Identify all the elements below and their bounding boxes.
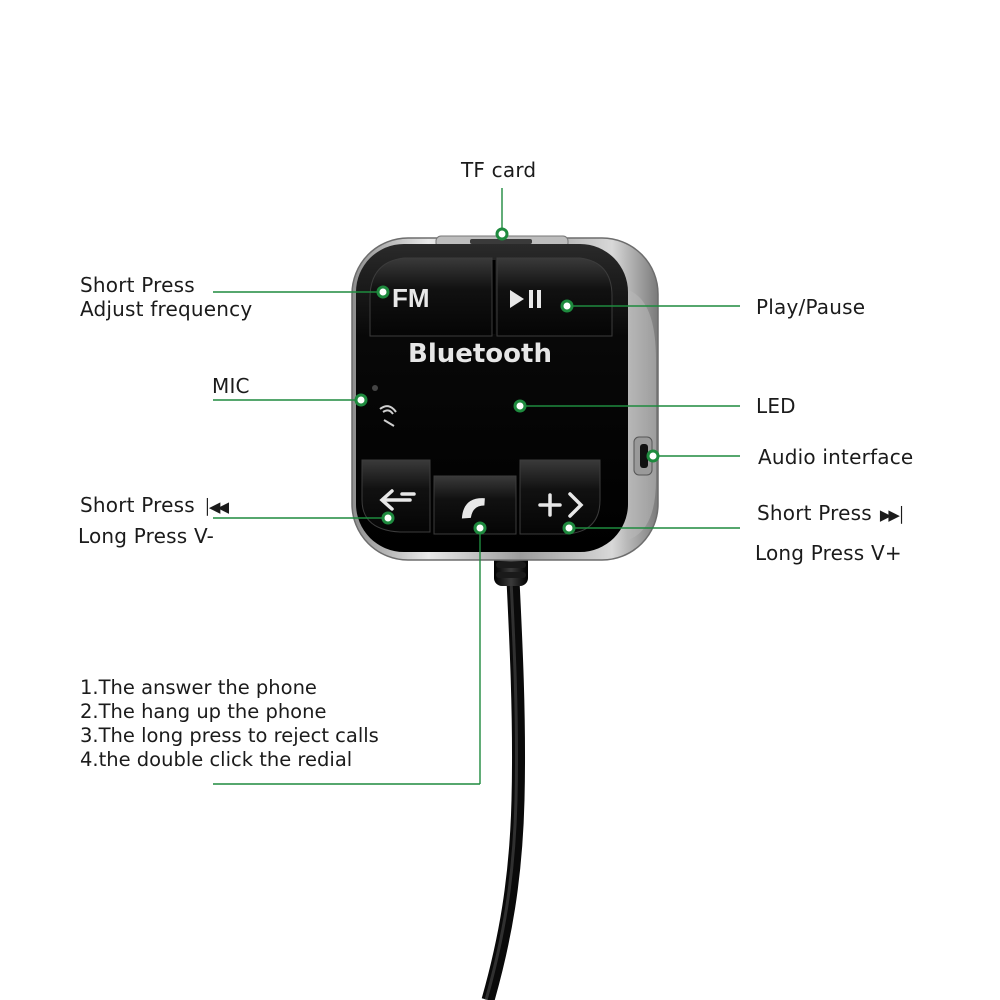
play-pause-icon	[510, 290, 541, 308]
phone-icon	[461, 498, 485, 519]
callout-dot-prev	[381, 511, 395, 525]
list-item: 1.The answer the phone	[80, 676, 317, 699]
next-short-press-label: Short Press ▶▶│	[757, 501, 906, 527]
mic-label: MIC	[212, 374, 250, 398]
fm-adjust-frequency-label: Adjust frequency	[80, 297, 253, 321]
list-item: 4.the double click the redial	[80, 748, 353, 771]
led-label: LED	[756, 394, 796, 418]
callout-dot-audio	[646, 449, 660, 463]
prev-short-press-text: Short Press	[80, 493, 195, 517]
callout-dot-next	[562, 521, 576, 535]
list-item: 2.The hang up the phone	[80, 700, 327, 723]
callout-dot-tf-card	[495, 227, 509, 241]
fm-short-press-label: Short Press	[80, 273, 195, 297]
callout-dot-fm	[376, 285, 390, 299]
callout-dots	[354, 227, 660, 535]
prev-short-press-label: Short Press │◀◀	[80, 493, 229, 519]
callout-dot-led	[513, 399, 527, 413]
bluetooth-fm-transmitter	[351, 235, 659, 561]
long-press-vminus-label: Long Press V-	[78, 524, 215, 548]
callout-dot-play-pause	[560, 299, 574, 313]
previous-track-icon: │◀◀	[202, 498, 229, 516]
callout-dot-mic	[354, 393, 368, 407]
long-press-vplus-label: Long Press V+	[755, 541, 902, 565]
list-item: 3.The long press to reject calls	[80, 724, 379, 747]
callout-dot-phone	[473, 521, 487, 535]
bluetooth-brand-label: Bluetooth	[408, 339, 552, 369]
volume-up-icon	[538, 492, 584, 518]
leader-lines	[213, 188, 740, 785]
next-track-icon: ▶▶│	[879, 506, 906, 524]
power-cable	[481, 548, 528, 1000]
play-pause-label: Play/Pause	[756, 295, 866, 319]
audio-interface-label: Audio interface	[758, 445, 914, 469]
volume-down-icon	[379, 489, 416, 511]
fm-button-label: FM	[392, 283, 430, 313]
next-short-press-text: Short Press	[757, 501, 872, 525]
tf-card-label: TF card	[461, 158, 537, 182]
microphone-icon	[379, 405, 397, 427]
